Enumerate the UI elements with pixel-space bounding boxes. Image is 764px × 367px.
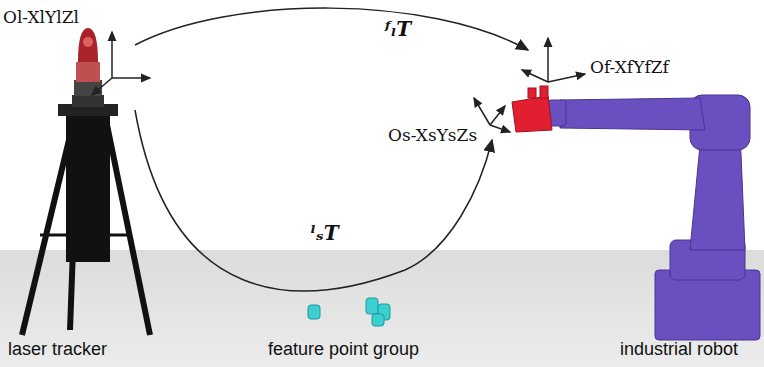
feature-point-group xyxy=(308,298,390,326)
transform-arrow xyxy=(135,8,528,50)
caption-label: feature point group xyxy=(268,340,419,360)
caption-label: laser tracker xyxy=(8,340,107,360)
end-effector xyxy=(512,86,552,132)
sensor-frame-axes xyxy=(474,98,510,132)
caption-label: industrial robot xyxy=(620,340,738,360)
frame-label: Os-XsYsZs xyxy=(388,126,477,145)
transform-arrow xyxy=(135,110,492,291)
tool-frame-axes xyxy=(522,38,585,82)
transform-label: ˡₛT xyxy=(310,222,339,244)
transform-label: ᶠₗT xyxy=(385,18,411,40)
frame-label: Of-XfYfZf xyxy=(590,58,669,77)
laser-tracker xyxy=(22,28,150,335)
floor xyxy=(0,250,764,367)
industrial-robot xyxy=(548,95,760,340)
frame-label: Ol-XlYlZl xyxy=(3,8,79,27)
